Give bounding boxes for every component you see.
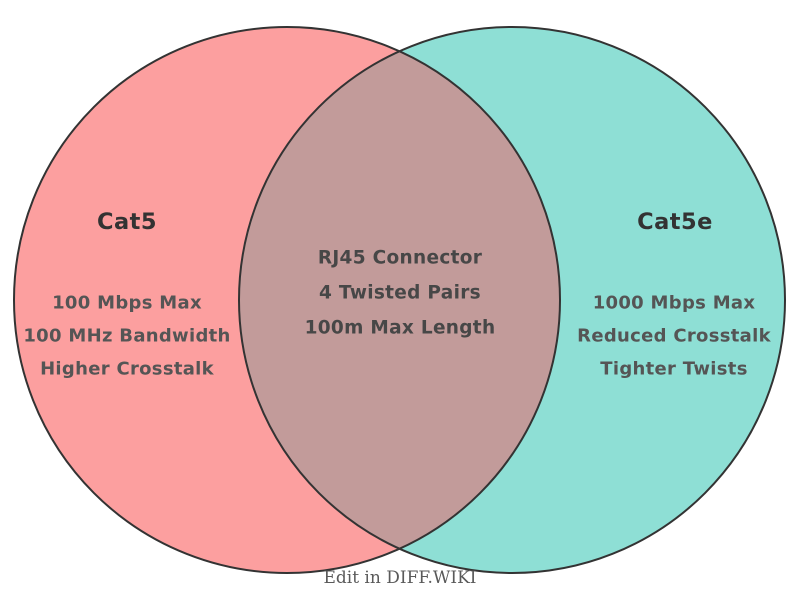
left-set-title: Cat5 <box>96 209 158 235</box>
overlap-item: 4 Twisted Pairs <box>319 282 481 304</box>
overlap-region <box>239 27 560 573</box>
overlap-items: RJ45 Connector 4 Twisted Pairs 100m Max … <box>305 241 496 346</box>
left-item: Higher Crosstalk <box>40 358 214 380</box>
overlap-item: RJ45 Connector <box>317 247 483 269</box>
edit-in-diffwiki-link[interactable]: Edit in DIFF.WIKI <box>323 568 477 588</box>
left-circle-outline <box>13 26 561 574</box>
right-set-items: 1000 Mbps Max Reduced Crosstalk Tighter … <box>577 287 771 386</box>
left-item: 100 MHz Bandwidth <box>23 325 231 347</box>
left-set-items: 100 Mbps Max 100 MHz Bandwidth Higher Cr… <box>23 287 230 386</box>
right-item: Tighter Twists <box>600 358 748 380</box>
right-circle-outline <box>238 26 786 574</box>
right-item: 1000 Mbps Max <box>592 292 756 314</box>
right-item: Reduced Crosstalk <box>577 325 771 347</box>
left-item: 100 Mbps Max <box>52 292 202 314</box>
overlap-item: 100m Max Length <box>304 317 496 339</box>
right-set-title: Cat5e <box>637 209 713 235</box>
